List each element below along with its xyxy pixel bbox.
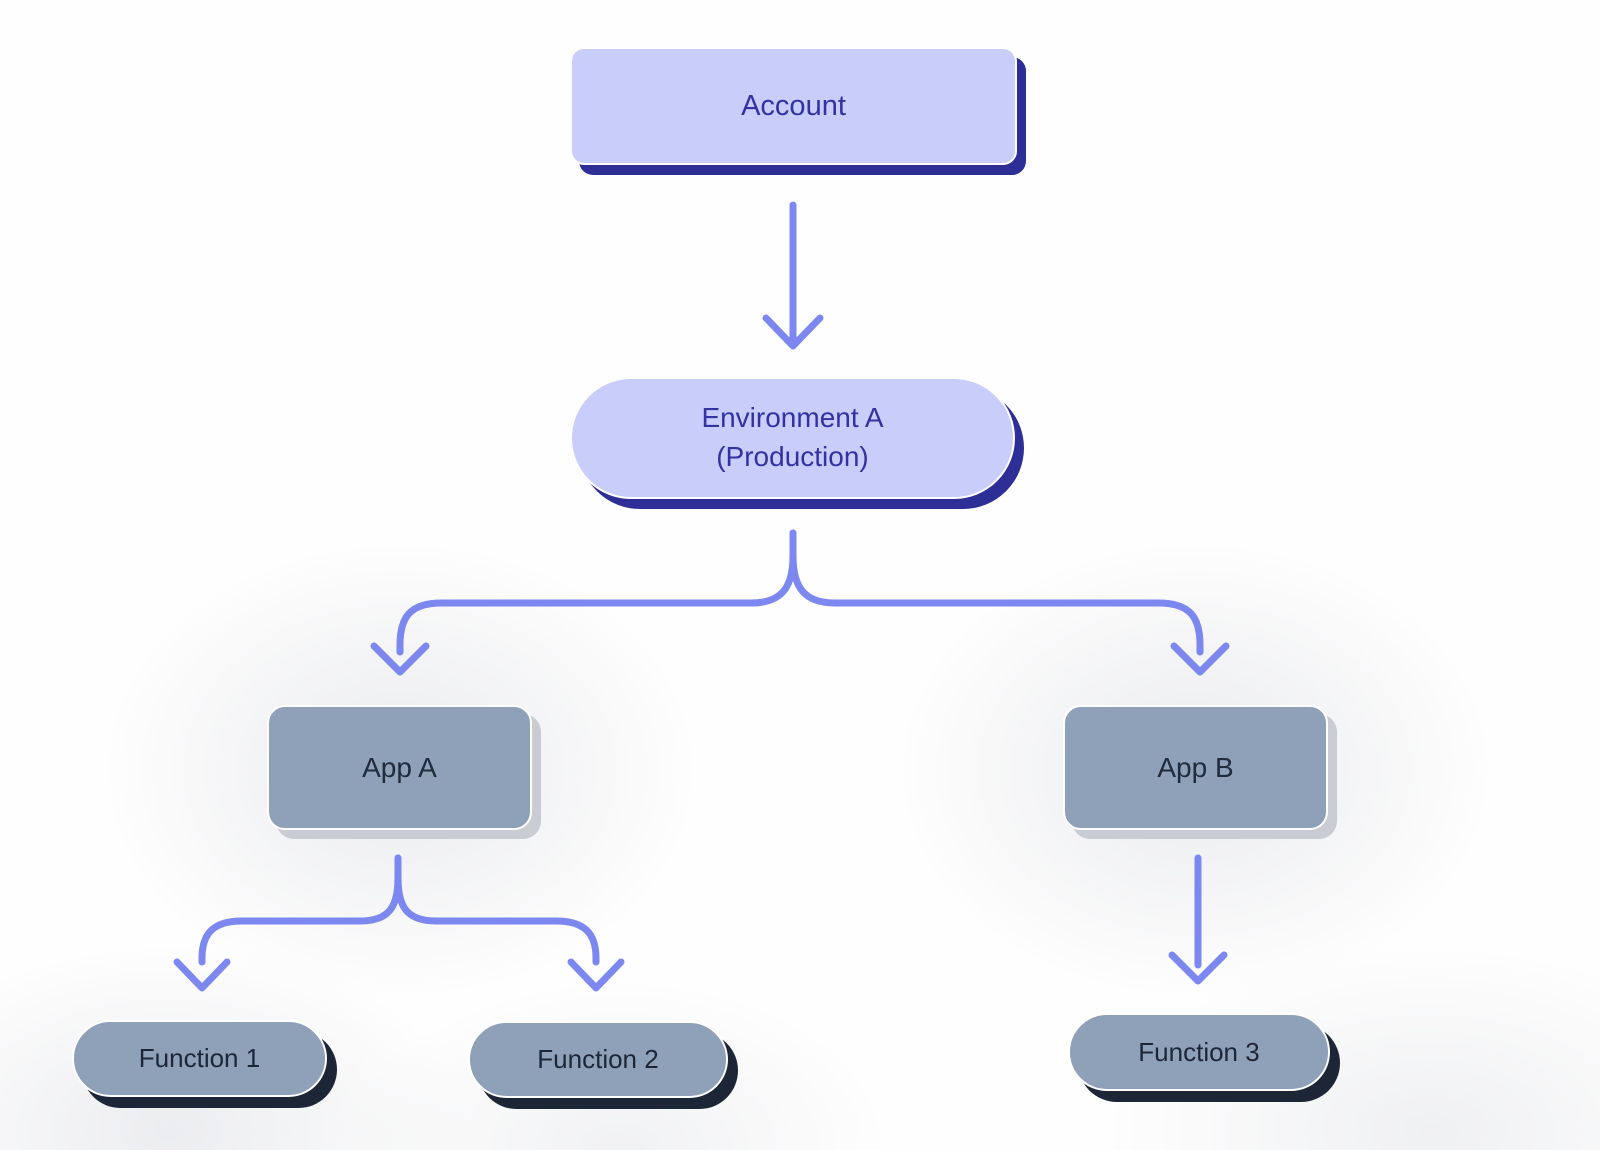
node-function-1: Function 1 xyxy=(72,1020,327,1097)
node-environment: Environment A (Production) xyxy=(570,377,1015,499)
node-app-a: App A xyxy=(267,705,532,830)
arrow-environment-to-app-b xyxy=(789,529,1230,676)
arrow-app-a-to-function-1 xyxy=(173,854,402,992)
node-account-label: Account xyxy=(741,89,846,122)
node-app-b-label: App B xyxy=(1157,751,1234,783)
node-account: Account xyxy=(570,47,1017,165)
node-function-2: Function 2 xyxy=(468,1021,728,1098)
arrow-account-to-environment xyxy=(762,201,824,350)
arrow-environment-to-app-a xyxy=(370,529,797,676)
arrow-app-a-to-function-2 xyxy=(394,854,625,992)
node-function-2-label: Function 2 xyxy=(537,1044,659,1074)
node-function-3-label: Function 3 xyxy=(1138,1036,1260,1067)
node-function-1-label: Function 1 xyxy=(138,1043,261,1073)
node-environment-label-line2: (Production) xyxy=(716,441,869,472)
arrow-app-b-to-function-3 xyxy=(1168,854,1228,985)
node-app-b: App B xyxy=(1063,705,1328,830)
node-function-3: Function 3 xyxy=(1068,1013,1330,1091)
node-app-a-label: App A xyxy=(362,751,437,783)
node-environment-label-line1: Environment A xyxy=(701,402,884,434)
